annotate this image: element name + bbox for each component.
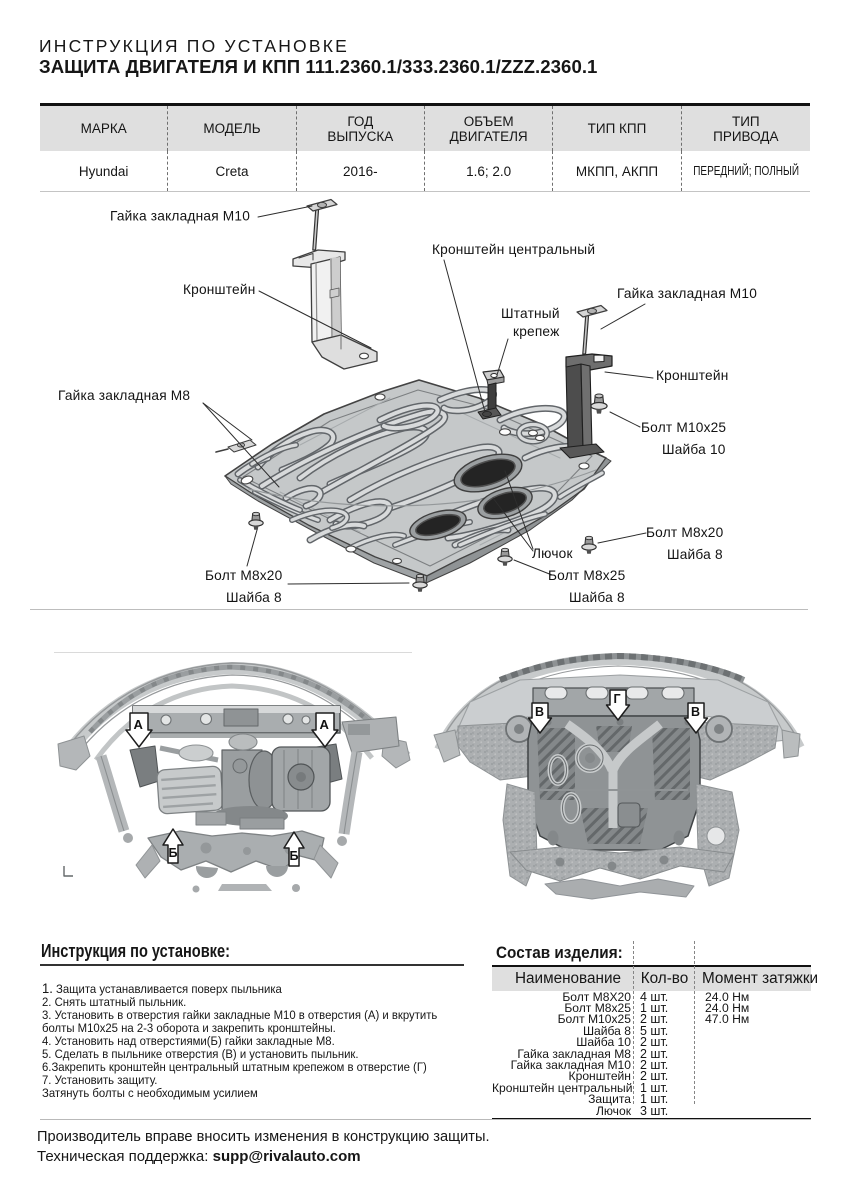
svg-text:Болт М8х20: Болт М8х20 (205, 568, 283, 583)
svg-text:Г: Г (614, 692, 621, 706)
svg-text:Кронштейн центральный: Кронштейн центральный (432, 242, 595, 257)
svg-text:Кронштейн: Кронштейн (183, 282, 255, 297)
svg-text:Б: Б (169, 846, 178, 860)
svg-text:Шайба 8: Шайба 8 (226, 590, 282, 605)
svg-text:Шайба 10: Шайба 10 (662, 442, 726, 457)
svg-text:Болт М10х25: Болт М10х25 (641, 420, 726, 435)
svg-text:В: В (535, 705, 544, 719)
svg-text:А: А (320, 717, 330, 732)
svg-text:Гайка закладная М10: Гайка закладная М10 (110, 209, 250, 224)
svg-text:Болт М8х20: Болт М8х20 (646, 525, 724, 540)
svg-text:Болт М8х25: Болт М8х25 (548, 568, 626, 583)
svg-text:В: В (691, 705, 700, 719)
svg-text:Гайка закладная М10: Гайка закладная М10 (617, 286, 757, 301)
svg-text:Лючок: Лючок (532, 546, 573, 561)
svg-text:Кронштейн: Кронштейн (656, 368, 728, 383)
svg-text:Гайка закладная М8: Гайка закладная М8 (58, 388, 190, 403)
svg-text:А: А (134, 717, 144, 732)
svg-text:крепеж: крепеж (513, 324, 560, 339)
svg-text:Шайба 8: Шайба 8 (569, 590, 625, 605)
svg-text:Б: Б (290, 849, 299, 863)
svg-text:Шайба 8: Шайба 8 (667, 547, 723, 562)
svg-text:Штатный: Штатный (501, 306, 560, 321)
